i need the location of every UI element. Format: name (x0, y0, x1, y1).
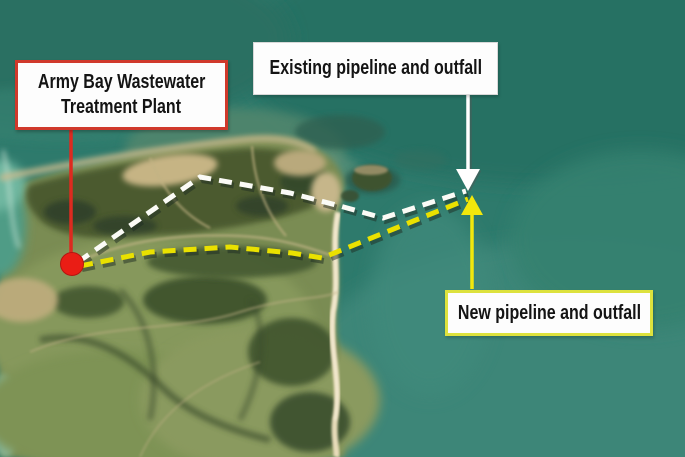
plant-marker-dot (60, 252, 84, 276)
peninsula-landmass (0, 135, 392, 457)
white-arrow (456, 95, 482, 193)
yellow-arrow (461, 195, 483, 289)
farm-tracks (29, 145, 339, 457)
existing-pipeline-label: Existing pipeline and outfall (269, 57, 482, 79)
existing-pipeline-dashed-line (76, 174, 469, 268)
existing-pipeline-label-box: Existing pipeline and outfall (253, 42, 498, 95)
rocky-islet (341, 165, 392, 202)
new-pipeline-label: New pipeline and outfall (457, 301, 641, 324)
plant-label-line1: Army Bay Wastewater (37, 71, 206, 93)
plant-label-line2: Treatment Plant (61, 96, 182, 118)
plant-marker (60, 129, 84, 276)
plant-label-box: Army Bay Wastewater Treatment Plant (15, 60, 228, 130)
new-pipeline-label-box: New pipeline and outfall (445, 290, 653, 336)
